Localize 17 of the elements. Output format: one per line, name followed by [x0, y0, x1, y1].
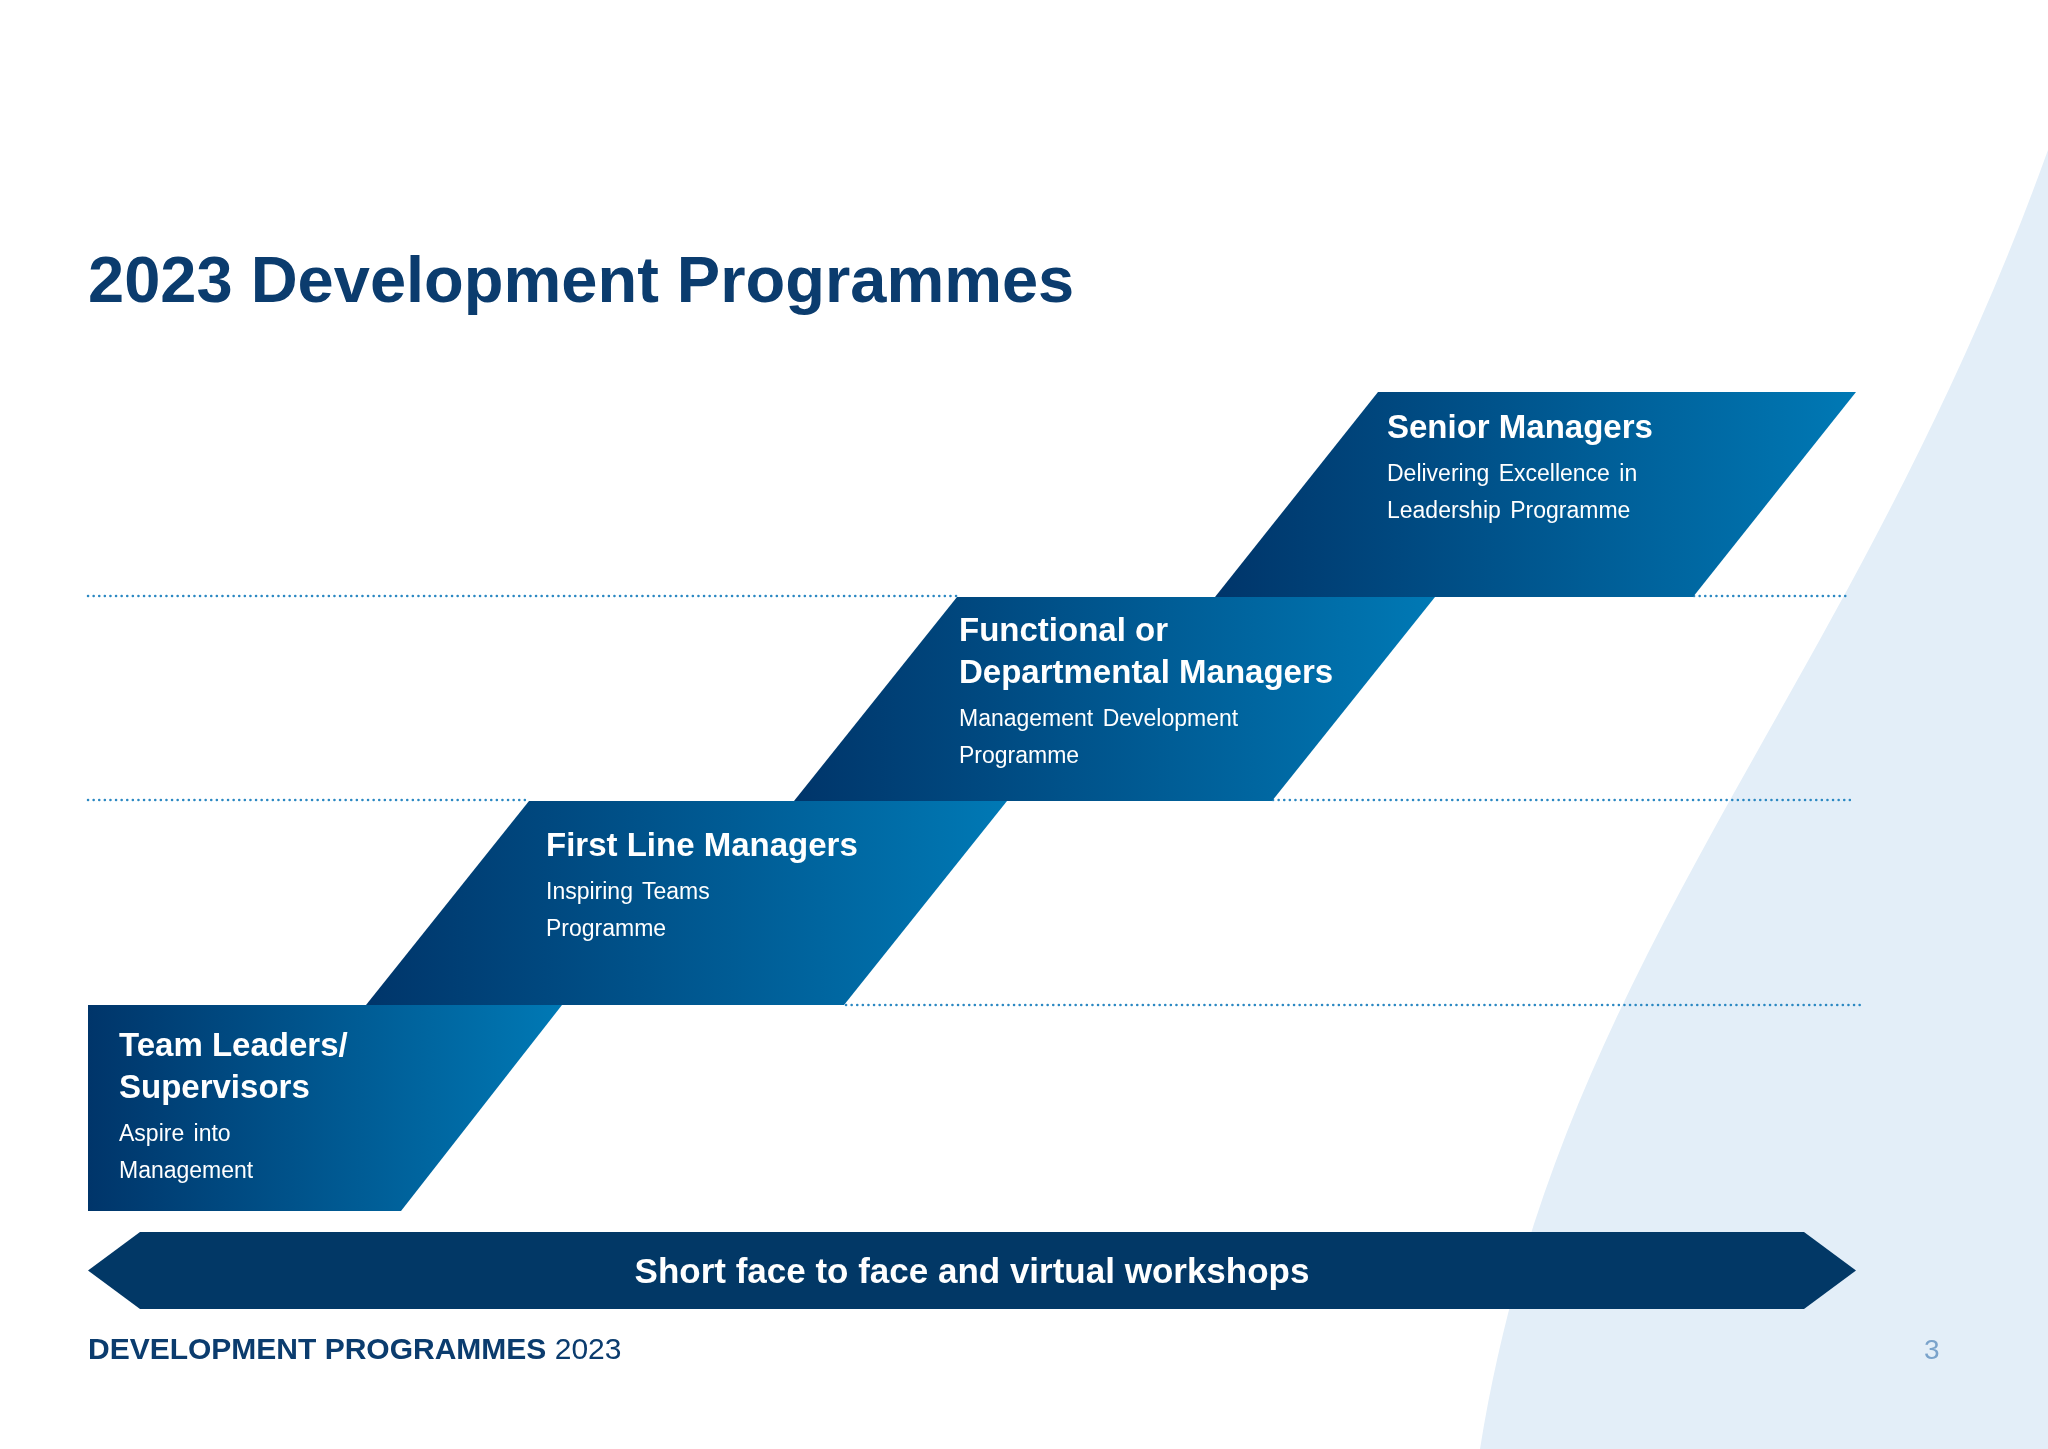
programme-name: Inspiring Teams Programme — [546, 878, 710, 941]
programme-step — [794, 597, 1435, 801]
programme-step — [88, 1005, 562, 1211]
banner-text: Short face to face and virtual workshops — [634, 1249, 1310, 1292]
programme-name: Aspire into Management — [119, 1120, 254, 1183]
step-title: Senior Managers — [1387, 408, 1653, 445]
step-title: First Line Managers — [546, 826, 858, 863]
slide-title: 2023 Development Programmes — [88, 244, 1075, 316]
footer-text: DEVELOPMENT PROGRAMMES 2023 — [88, 1331, 622, 1367]
programme-step — [366, 801, 1007, 1005]
programme-name: Delivering Excellence in Leadership Programme — [1387, 460, 1638, 523]
double-arrow-banner — [88, 1232, 1856, 1309]
step-title: Team Leaders/ Supervisors — [119, 1026, 348, 1105]
programme-step — [1215, 392, 1856, 597]
programme-name: Management Development Programme — [959, 705, 1239, 768]
page-number: 3 — [1924, 1333, 1940, 1367]
step-title: Functional or Departmental Managers — [959, 611, 1334, 690]
